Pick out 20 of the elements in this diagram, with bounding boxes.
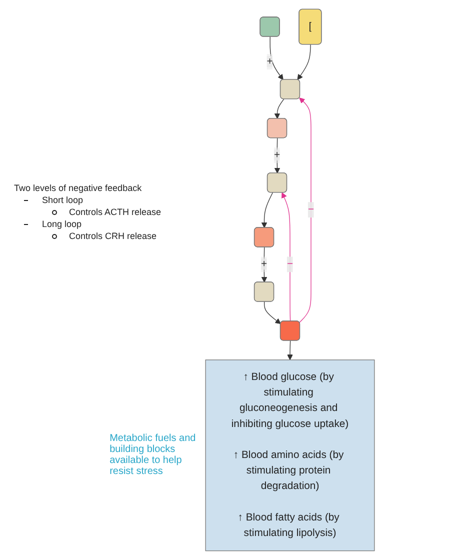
edge-label: −: [286, 258, 294, 270]
arrow: [287, 340, 293, 360]
note-item: Short loop: [42, 194, 84, 206]
side-note: Metabolic fuels and building blocks available to help resist stress: [110, 433, 197, 478]
edge-label: +: [274, 149, 280, 161]
note-item: Controls ACTH release: [69, 206, 162, 218]
arrow: [282, 192, 291, 322]
note-text: Two levels of negative feedback: [14, 182, 143, 194]
edge-label: +: [260, 258, 268, 270]
arrow: [270, 36, 284, 80]
arrow: [264, 301, 281, 324]
arrow: [261, 192, 274, 228]
arrow: [274, 98, 284, 119]
note-item: Long loop: [42, 218, 82, 230]
edge-label: +: [266, 56, 273, 67]
edge-label: −: [308, 204, 314, 216]
note-item: Controls CRH release: [69, 230, 157, 242]
arrow: [297, 44, 311, 80]
arrow: [299, 98, 312, 323]
node-box: ↑ Blood glucose (by stimulating gluconeogenesis and inhibiting glucose uptake) ↑ Blood amino acids (by stimulating protein degradation) ↑ Blood fatty acids (by stimulating lipolysis): [205, 360, 375, 552]
